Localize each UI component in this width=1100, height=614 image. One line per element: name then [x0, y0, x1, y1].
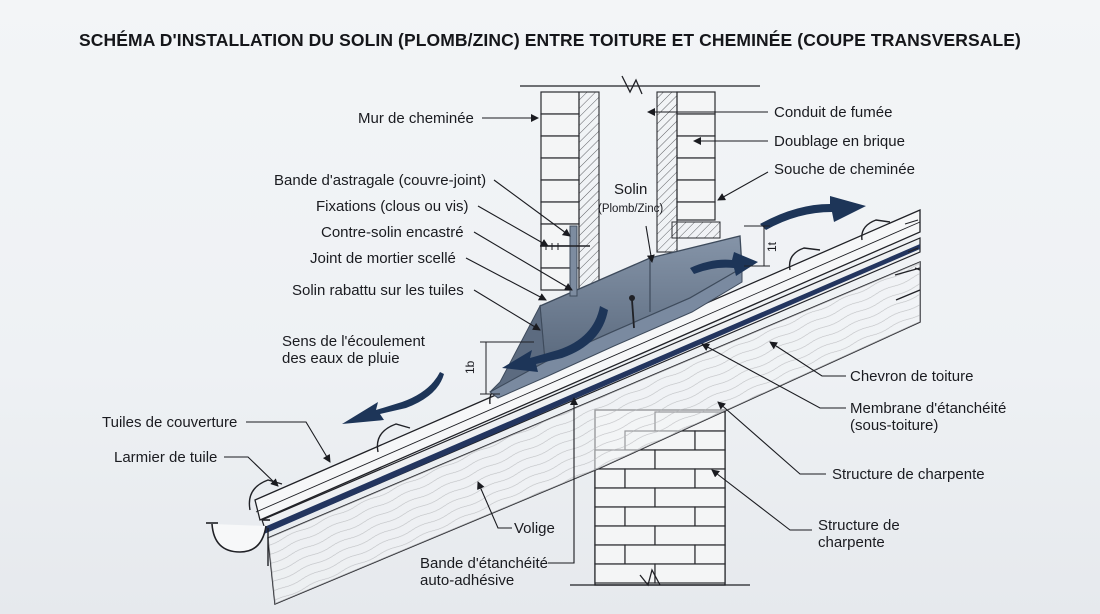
diagram-title: SCHÉMA D'INSTALLATION DU SOLIN (PLOMB/ZI… — [79, 30, 1021, 50]
water-flow-arrows — [342, 196, 866, 424]
label-souche: Souche de cheminée — [774, 161, 915, 178]
label-volige: Volige — [514, 520, 555, 537]
dimension-1t: 1t — [744, 225, 779, 267]
label-fixations: Fixations (clous ou vis) — [316, 198, 469, 215]
label-larmier: Larmier de tuile — [114, 449, 217, 466]
label-solin-sub: (Plomb/Zinc) — [598, 203, 663, 215]
label-tuiles: Tuiles de couverture — [102, 414, 237, 431]
roof-section — [206, 209, 921, 606]
lower-brick-wall — [570, 409, 750, 587]
label-membrane-2: (sous-toiture) — [850, 417, 938, 434]
label-chevron: Chevron de toiture — [850, 368, 973, 385]
label-astragale: Bande d'astragale (couvre-joint) — [274, 172, 486, 189]
label-conduit: Conduit de fumée — [774, 104, 892, 121]
label-doublage: Doublage en brique — [774, 133, 905, 150]
label-charpente-2a: Structure de — [818, 517, 900, 534]
leader-lines — [224, 108, 846, 564]
label-solin: Solin — [614, 181, 647, 198]
label-contre-solin: Contre-solin encastré — [321, 224, 464, 241]
label-solin-rabattu: Solin rabattu sur les tuiles — [292, 282, 464, 299]
dim-1b-label: 1b — [463, 360, 477, 374]
label-charpente-1: Structure de charpente — [832, 466, 985, 483]
label-charpente-2b: charpente — [818, 534, 885, 551]
label-joint: Joint de mortier scellé — [310, 250, 456, 267]
label-ecoulement-2: des eaux de pluie — [282, 350, 400, 367]
dim-1t-label: 1t — [765, 241, 779, 252]
label-membrane-1: Membrane d'étanchéité — [850, 400, 1006, 417]
label-bande-2: auto-adhésive — [420, 572, 514, 589]
labels: Mur de cheminée Conduit de fumée Doublag… — [102, 104, 1006, 589]
label-mur-cheminee: Mur de cheminée — [358, 110, 474, 127]
label-ecoulement-1: Sens de l'écoulement — [282, 333, 426, 350]
dimension-1b: 1b — [463, 341, 534, 395]
label-bande-1: Bande d'étanchéité — [420, 555, 548, 572]
